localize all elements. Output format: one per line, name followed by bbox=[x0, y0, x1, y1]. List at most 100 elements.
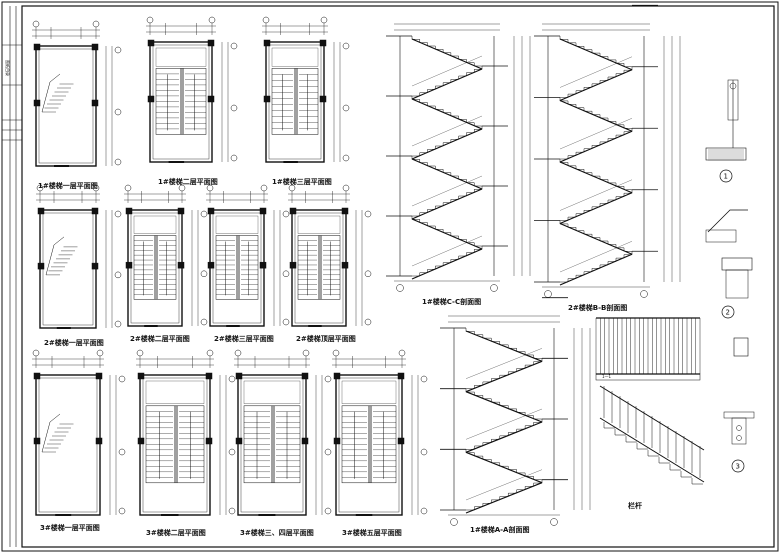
axis-bubble bbox=[302, 349, 310, 357]
column bbox=[301, 372, 309, 380]
axis-bubble bbox=[228, 375, 236, 383]
break-line bbox=[41, 413, 61, 453]
break-line bbox=[41, 73, 61, 113]
column bbox=[259, 261, 267, 269]
stair-slab bbox=[411, 68, 483, 100]
axis-bubble bbox=[420, 448, 428, 456]
section-detail bbox=[733, 337, 749, 357]
stair-step bbox=[614, 429, 626, 436]
axis-bubble bbox=[136, 349, 144, 357]
caption-row2-3: 2#楼梯三层平面图 bbox=[214, 334, 274, 343]
caption-row1-2: 1#楼梯二层平面图 bbox=[158, 177, 218, 186]
landing bbox=[271, 47, 319, 67]
axis-bubble bbox=[420, 375, 428, 383]
column bbox=[333, 372, 341, 380]
stair-flight-up bbox=[560, 128, 633, 160]
stair-wall-inner bbox=[240, 377, 304, 513]
axis-bubble bbox=[342, 184, 350, 192]
stair-plan bbox=[206, 184, 290, 327]
caption-row1-3: 1#楼梯三层平面图 bbox=[272, 177, 332, 186]
stair-wall-inner bbox=[142, 377, 208, 513]
axis-bubble bbox=[260, 184, 268, 192]
axis-bubble bbox=[124, 184, 132, 192]
stair-slab bbox=[411, 128, 483, 160]
title-block-text: 图纸目录 bbox=[5, 60, 11, 76]
axis-bubble bbox=[206, 349, 214, 357]
stair-wall-inner bbox=[42, 212, 94, 326]
stair-plan bbox=[36, 184, 122, 329]
column bbox=[235, 437, 243, 445]
stair-plan bbox=[32, 20, 122, 167]
handrail bbox=[559, 56, 633, 88]
stair-plan bbox=[136, 349, 236, 516]
axis-bubble bbox=[324, 448, 332, 456]
stair-slab bbox=[559, 222, 633, 255]
landing bbox=[215, 215, 259, 234]
stair-flight-up bbox=[560, 189, 633, 221]
footing-detail bbox=[705, 147, 747, 161]
column bbox=[147, 95, 155, 103]
axis-bubble bbox=[550, 518, 558, 526]
stair-flight-up bbox=[412, 126, 483, 157]
stair-flight-up bbox=[412, 246, 483, 277]
stair-step bbox=[636, 443, 648, 450]
caption-row3-1: 3#楼梯一层平面图 bbox=[40, 523, 100, 532]
landing bbox=[341, 380, 397, 404]
column bbox=[207, 207, 215, 215]
stair-slab bbox=[411, 218, 483, 250]
sloped-handrail bbox=[599, 385, 705, 451]
axis-bubble bbox=[490, 284, 498, 292]
axis-bubble bbox=[420, 507, 428, 515]
axis-bubble bbox=[398, 349, 406, 357]
stair-flight-down bbox=[411, 96, 482, 127]
column bbox=[319, 95, 327, 103]
handrail bbox=[465, 408, 543, 440]
column bbox=[137, 437, 145, 445]
caption-row2-4: 2#楼梯顶层平面图 bbox=[296, 334, 356, 343]
column bbox=[205, 372, 213, 380]
stair-flight-up bbox=[412, 66, 483, 97]
column bbox=[95, 372, 103, 380]
column bbox=[207, 95, 215, 103]
stair-flight-down bbox=[411, 216, 482, 247]
plans-row-1 bbox=[32, 16, 350, 167]
column bbox=[319, 39, 327, 47]
stair-flight-down bbox=[559, 159, 632, 190]
column bbox=[33, 99, 41, 107]
stair-wall-inner bbox=[338, 377, 400, 513]
stair-flight-up bbox=[412, 186, 483, 217]
caption-row3-3: 3#楼梯三、四层平面图 bbox=[240, 528, 314, 537]
stair-step bbox=[647, 450, 659, 457]
column bbox=[259, 207, 267, 215]
handrail bbox=[411, 175, 483, 207]
handrail bbox=[559, 179, 633, 211]
stair-slab bbox=[411, 248, 483, 280]
stair-slab bbox=[465, 482, 543, 514]
axis-bubble bbox=[544, 290, 552, 298]
column bbox=[33, 43, 41, 51]
handrail bbox=[465, 348, 543, 379]
axis-bubble bbox=[114, 210, 122, 218]
stair-slab bbox=[411, 38, 483, 70]
stair-plan bbox=[124, 184, 208, 327]
detail-marker-1 bbox=[719, 169, 733, 183]
stair-sections bbox=[386, 4, 681, 526]
caption-row3-2: 3#楼梯二层平面图 bbox=[146, 528, 206, 537]
axis-bubble bbox=[114, 46, 122, 54]
caption-section-aa: 1#楼梯A-A剖面图 bbox=[470, 525, 529, 534]
column bbox=[207, 261, 215, 269]
stair-step bbox=[625, 436, 637, 443]
title-block-strip: 图纸目录 bbox=[2, 6, 22, 547]
section-b-b bbox=[534, 4, 681, 298]
plan-captions: 1#楼梯一层平面图 1#楼梯二层平面图 1#楼梯三层平面图 2#楼梯一层平面图 … bbox=[38, 177, 402, 537]
axis-bubble bbox=[450, 518, 458, 526]
column bbox=[91, 262, 99, 270]
stair-flight-up bbox=[466, 479, 543, 511]
section-captions: 1#楼梯C-C剖面图 2#楼梯B-B剖面图 1#楼梯A-A剖面图 bbox=[422, 297, 627, 534]
landing bbox=[297, 215, 341, 234]
axis-bubble bbox=[92, 20, 100, 28]
section-c-c bbox=[386, 5, 531, 292]
landing bbox=[155, 47, 207, 67]
axis-bubble bbox=[324, 375, 332, 383]
